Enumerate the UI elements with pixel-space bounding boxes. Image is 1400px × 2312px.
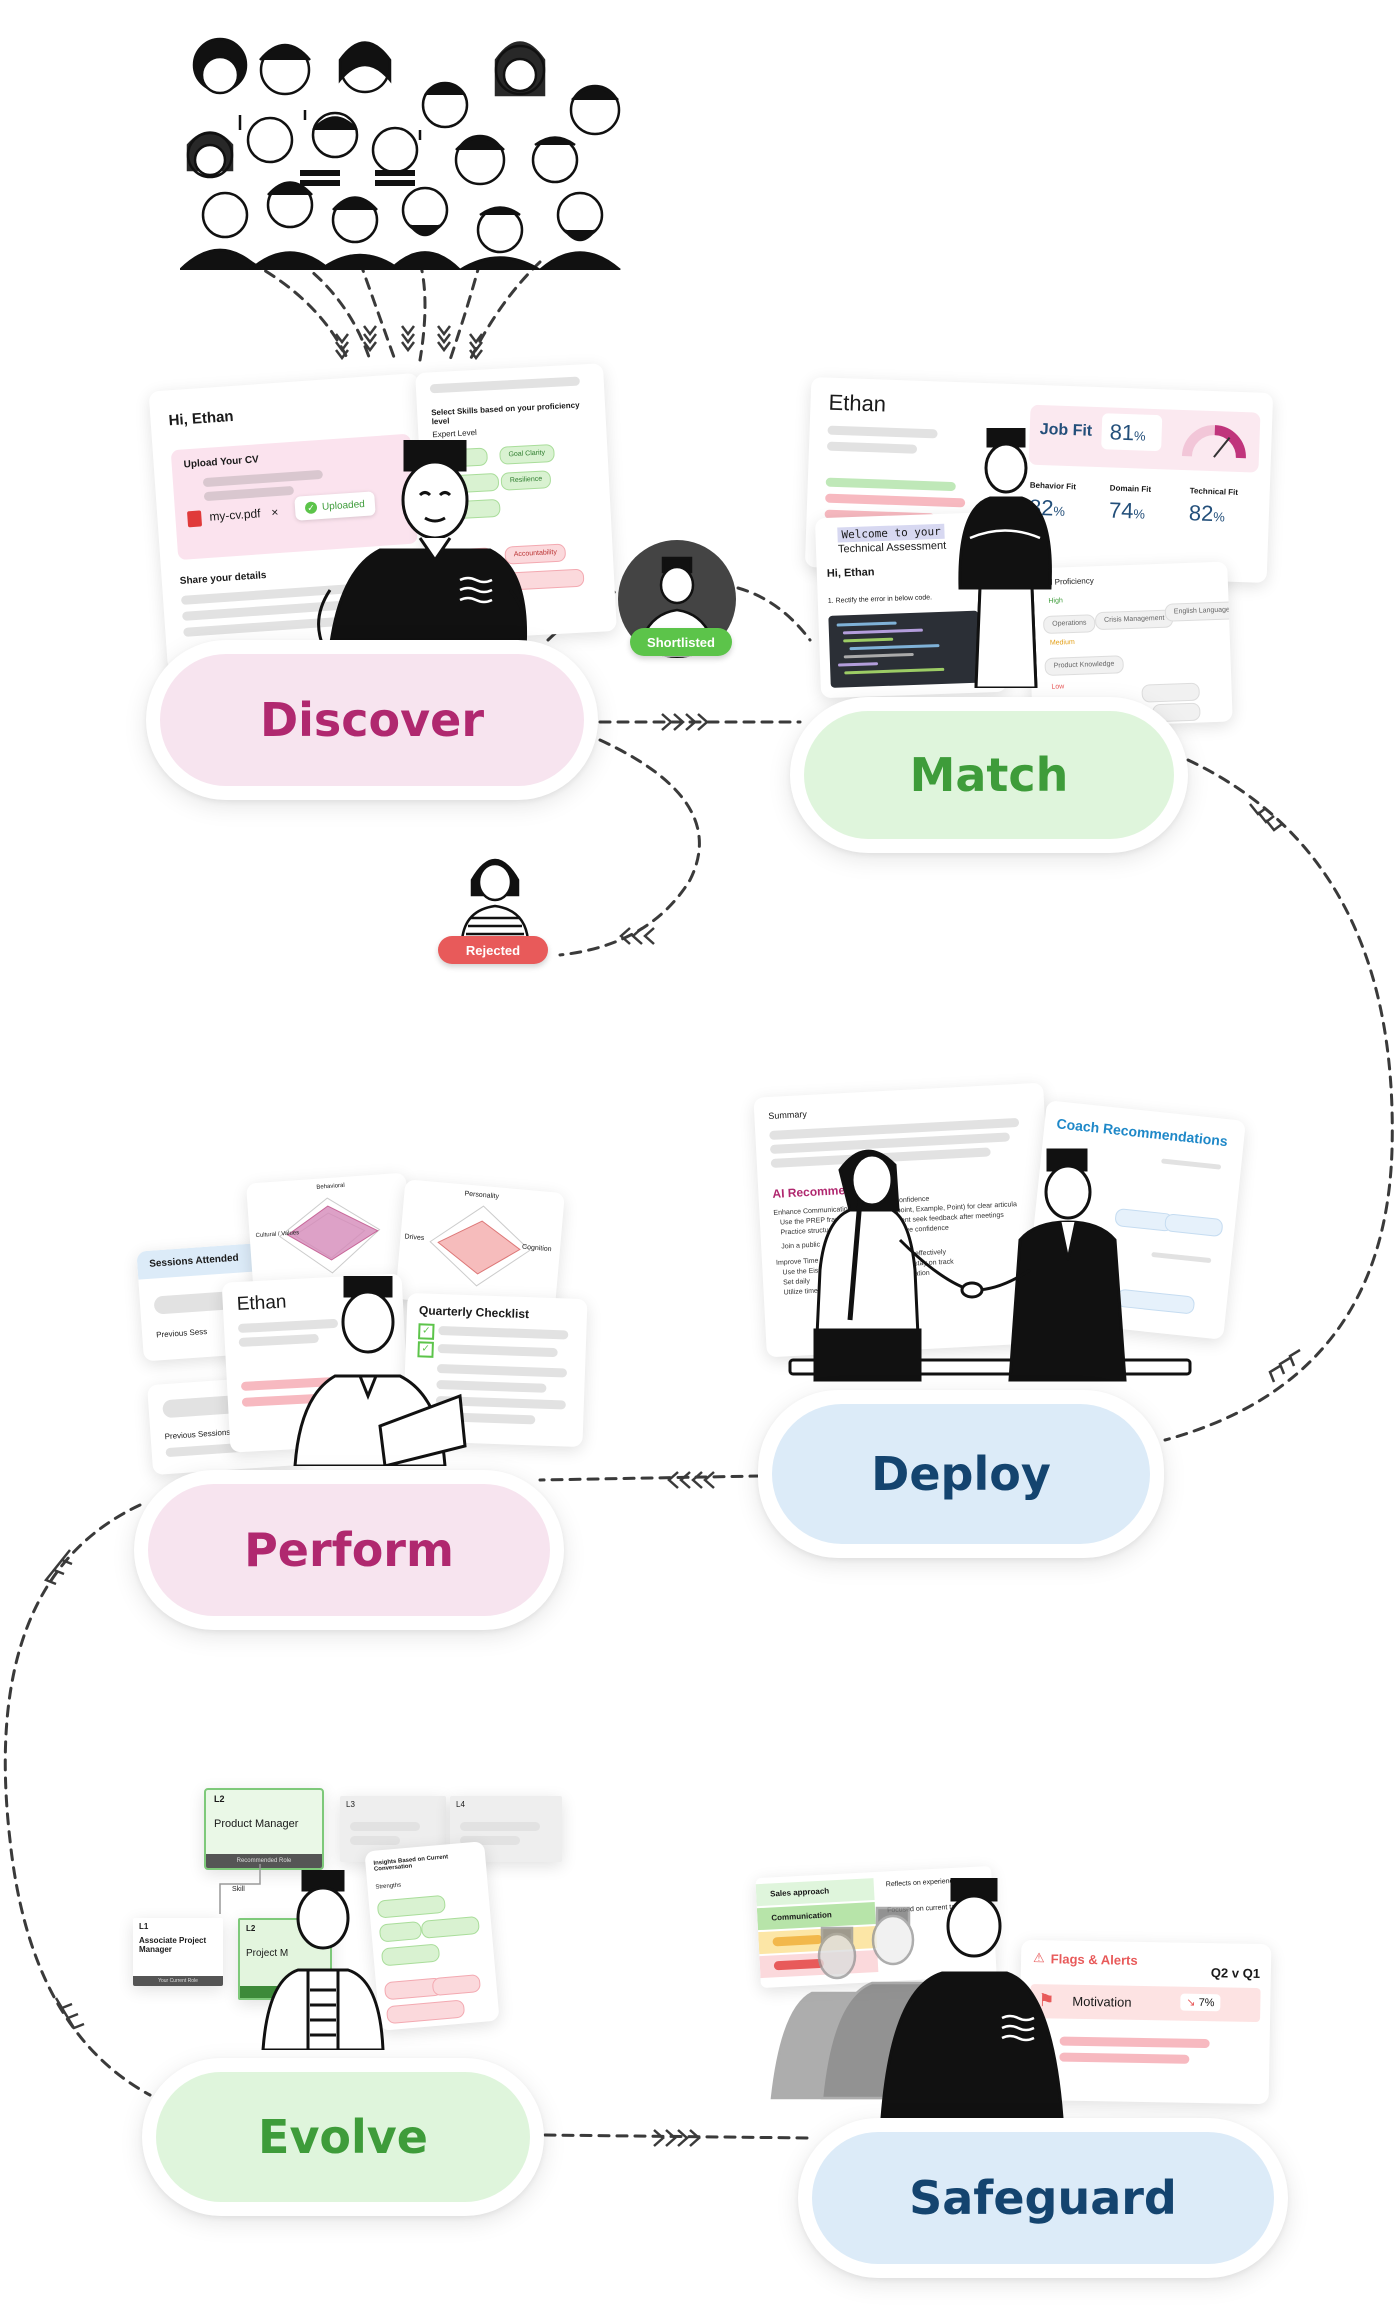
recommended-role-tag: Recommended Role xyxy=(206,1854,322,1868)
perform-stage[interactable]: Perform xyxy=(134,1470,564,1630)
safeguard-stage[interactable]: Safeguard xyxy=(798,2118,1288,2278)
level-label: L4 xyxy=(456,1800,465,1809)
domain-fit-value: 74% xyxy=(1108,497,1146,524)
candidate-name: Ethan xyxy=(828,389,887,417)
skill-chip[interactable]: Crisis Management xyxy=(1094,609,1174,631)
technical-fit-label: Technical Fit xyxy=(1189,486,1239,497)
deploy-stage[interactable]: Deploy xyxy=(758,1390,1164,1558)
insights-title: Insights Based on Current Conversation xyxy=(373,1854,449,1873)
technical-fit-value: 82% xyxy=(1188,500,1226,527)
skill-connector-label: Skill xyxy=(232,1886,245,1893)
previous-sessions-label: Previous Sessions xyxy=(164,1427,231,1442)
level-label: L1 xyxy=(139,1922,149,1931)
laptop-illustration xyxy=(293,1276,467,1466)
handshake-illustration xyxy=(788,1148,1192,1382)
evolve-label: Evolve xyxy=(156,2072,530,2202)
skill-chip[interactable]: English Language xyxy=(1164,601,1233,622)
quarter-compare: Q2 v Q1 xyxy=(1210,1965,1261,1981)
domain-fit-label: Domain Fit xyxy=(1109,483,1152,494)
level-label: L2 xyxy=(214,1794,225,1804)
ethan-illustration xyxy=(317,440,528,650)
remove-file-icon[interactable]: × xyxy=(270,505,279,520)
assessment-title: Technical Assessment xyxy=(837,539,947,556)
current-role-tag: Your Current Role xyxy=(133,1976,223,1986)
shortlisted-badge: Shortlisted xyxy=(630,628,732,656)
discover-stage[interactable]: Discover xyxy=(146,640,598,800)
ethan-standing-illustration xyxy=(958,428,1052,688)
recommended-role-card[interactable]: L2 Product Manager Recommended Role xyxy=(204,1788,324,1870)
rejected-person-illustration xyxy=(460,858,530,940)
ethan-safeguard-illustration xyxy=(770,1878,1064,2118)
ethan-evolve-illustration xyxy=(261,1870,385,2050)
trend-down-icon: ↘ xyxy=(1186,1996,1196,2009)
skills-prompt: Select Skills based on your proficiency … xyxy=(430,400,580,427)
job-fit-panel: Job Fit 81% xyxy=(1028,404,1261,473)
chevron-arrows-icon xyxy=(43,325,1301,2147)
safeguard-label: Safeguard xyxy=(812,2132,1274,2264)
role-name: Associate Project Manager xyxy=(139,1936,207,1954)
greeting-text: Hi, Ethan xyxy=(168,407,235,430)
motivation-change: ↘ 7% xyxy=(1180,1993,1221,2012)
discover-label: Discover xyxy=(160,654,584,786)
gauge-icon xyxy=(1181,425,1246,459)
match-label: Match xyxy=(804,711,1174,839)
current-role-card[interactable]: L1 Associate Project Manager Your Curren… xyxy=(133,1918,223,1986)
deploy-label: Deploy xyxy=(772,1404,1150,1544)
expert-level-label: Expert Level xyxy=(432,427,478,440)
previous-session-label: Previous Sess xyxy=(155,1326,208,1340)
perform-label: Perform xyxy=(148,1484,550,1616)
level-label: L2 xyxy=(246,1924,256,1933)
pdf-icon xyxy=(187,510,203,528)
evolve-stage[interactable]: Evolve xyxy=(142,2058,544,2216)
behavior-radar-card: Behavioral Cultural / Values xyxy=(246,1172,414,1304)
share-details-title: Share your details xyxy=(179,570,267,588)
role-name: Project M xyxy=(246,1948,289,1959)
cv-file-name: my-cv.pdf xyxy=(208,506,261,524)
hi-ethan-text: Hi, Ethan xyxy=(826,566,875,580)
career-connector xyxy=(219,1864,261,1914)
role-name: Product Manager xyxy=(214,1818,299,1830)
rejected-badge: Rejected xyxy=(438,936,548,964)
match-fit-card: Ethan Job Fit 81% Behavior Fit 82% Domai… xyxy=(804,376,1274,584)
job-fit-value: 81% xyxy=(1109,419,1146,446)
level-label: L3 xyxy=(346,1800,355,1809)
personality-radar-card: Personality Drives Cognition xyxy=(395,1179,565,1313)
question-text: 1. Rectify the error in below code. xyxy=(827,594,933,605)
crowd-illustration xyxy=(180,37,621,270)
upload-cv-title: Upload Your CV xyxy=(183,454,260,471)
radar-chart-icon xyxy=(429,1205,531,1287)
summary-title: Summary xyxy=(768,1108,808,1122)
radar-chart-icon xyxy=(278,1197,381,1274)
perform-name: Ethan xyxy=(236,1291,287,1316)
match-stage[interactable]: Match xyxy=(790,697,1188,853)
